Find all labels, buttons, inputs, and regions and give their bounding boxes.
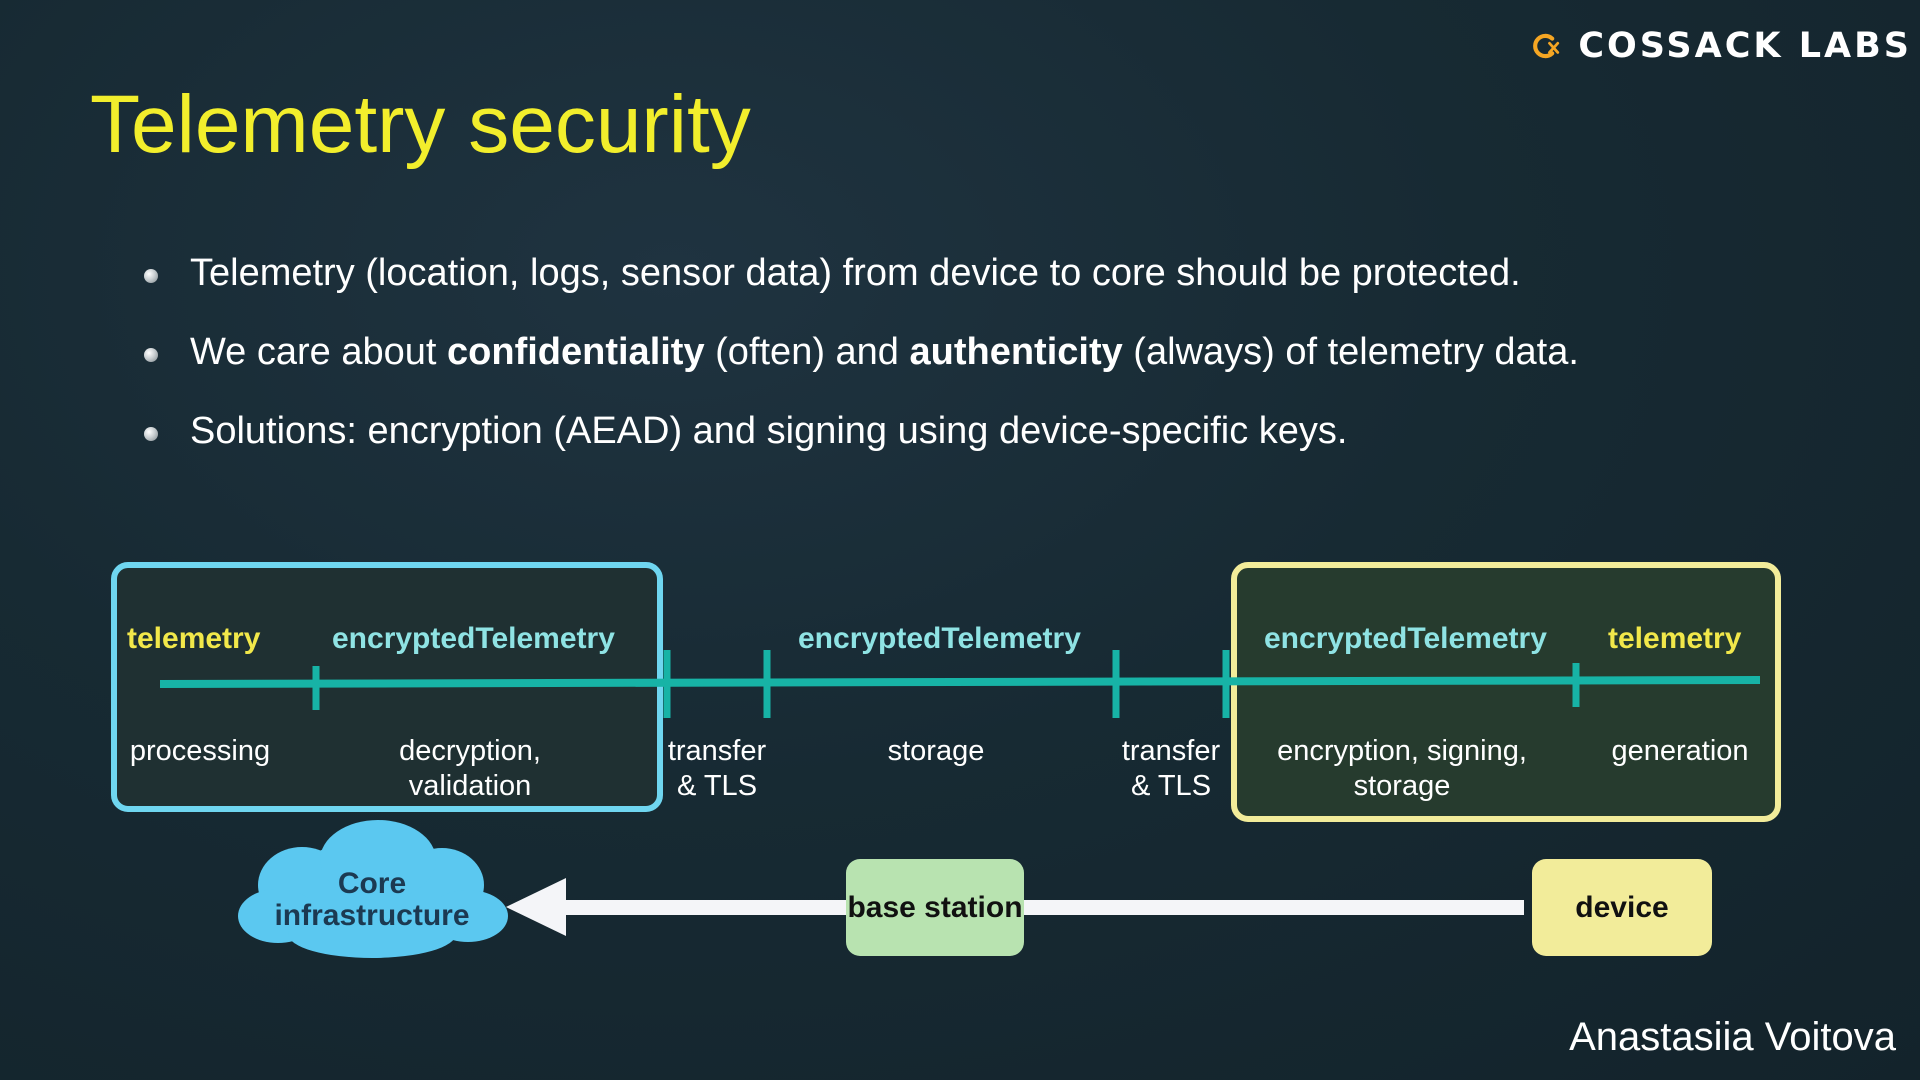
bullet-emphasis: authenticity: [909, 331, 1123, 373]
bullet-text: Telemetry (location, logs, sensor data) …: [190, 252, 1521, 294]
device-node: [1532, 859, 1712, 956]
bullet-dot-icon: [144, 269, 158, 283]
stage-decryption-line1: decryption,: [399, 735, 541, 767]
core-label-line1: Core: [338, 867, 406, 900]
stage-processing: processing: [130, 735, 270, 767]
device-telemetry-label: telemetry: [1608, 622, 1742, 655]
bullet-text: Solutions: encryption (AEAD) and signing…: [190, 410, 1348, 452]
stage-decryption-line2: validation: [409, 770, 532, 802]
bullet-emphasis: confidentiality: [447, 331, 705, 373]
core-telemetry-label: telemetry: [127, 622, 261, 655]
stage-generation: generation: [1611, 735, 1748, 767]
author-name: Anastasiia Voitova: [1569, 1015, 1896, 1059]
device-encrypted-label: encryptedTelemetry: [1264, 622, 1547, 655]
stage-encryption-line2: storage: [1354, 770, 1451, 802]
device-stage-box: [1231, 562, 1781, 822]
bullet-text: (often) and: [704, 331, 910, 373]
core-infrastructure-cloud: [238, 820, 508, 958]
flow-arrow-shaft: [556, 900, 1524, 915]
bullet-item: We care about confidentiality (often) an…: [140, 331, 1579, 410]
bullet-list: Telemetry (location, logs, sensor data) …: [140, 252, 1579, 489]
bullet-text: We care about: [190, 331, 448, 373]
bullet-item: Telemetry (location, logs, sensor data) …: [140, 252, 1579, 331]
cossack-labs-logo: COSSACK LABS: [1532, 16, 1912, 76]
stage-transfer1-line1: transfer: [668, 735, 767, 767]
timeline-line: [159, 676, 1761, 688]
stage-transfer2-line1: transfer: [1122, 735, 1221, 767]
core-encrypted-label: encryptedTelemetry: [332, 622, 615, 655]
slide-title: Telemetry security: [90, 79, 751, 170]
base-station-node: [846, 859, 1024, 956]
core-label-line2: infrastructure: [274, 899, 469, 932]
bullet-dot-icon: [144, 427, 158, 441]
stage-encryption-line1: encryption, signing,: [1277, 735, 1527, 767]
base-station-label: base station: [847, 891, 1022, 924]
stage-transfer1-line2: & TLS: [677, 770, 757, 802]
stage-transfer2-line2: & TLS: [1131, 770, 1211, 802]
bullet-text: (always) of telemetry data.: [1122, 331, 1579, 373]
bullet-dot-icon: [144, 348, 158, 362]
middle-encrypted-label: encryptedTelemetry: [798, 622, 1081, 655]
stage-storage: storage: [888, 735, 985, 767]
logo-text: COSSACK LABS: [1578, 26, 1912, 66]
device-label: device: [1575, 891, 1668, 924]
flow-arrow-head: [506, 878, 566, 936]
bullet-item: Solutions: encryption (AEAD) and signing…: [140, 410, 1579, 489]
cossack-labs-logo-icon: [1533, 33, 1560, 59]
